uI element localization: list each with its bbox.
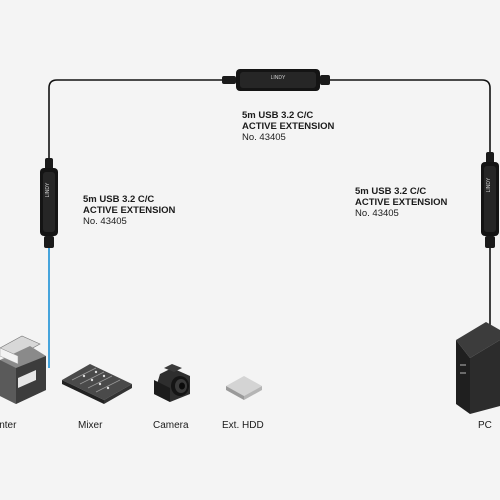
camera-icon <box>154 364 190 402</box>
printer-icon <box>0 335 46 404</box>
cable-subtitle: ACTIVE EXTENSION <box>355 197 448 208</box>
cable-part-number: No. 43405 <box>83 216 127 227</box>
brand-logo-left: LINDY <box>45 182 51 197</box>
extender-right: LINDY <box>481 152 499 248</box>
extender-left: LINDY <box>40 158 58 248</box>
cable-label-top: 5m USB 3.2 C/C ACTIVE EXTENSION No. 4340… <box>242 110 334 143</box>
device-label-printer: Printer <box>0 420 17 431</box>
cable-title: 5m USB 3.2 C/C <box>242 110 314 121</box>
device-label-camera: Camera <box>153 420 189 431</box>
mixer-icon <box>62 364 132 404</box>
cable-label-right: 5m USB 3.2 C/C ACTIVE EXTENSION No. 4340… <box>355 186 447 219</box>
cable-part-number: No. 43405 <box>242 132 286 143</box>
cable-subtitle: ACTIVE EXTENSION <box>83 205 176 216</box>
device-label-pc: PC <box>478 420 492 431</box>
device-label-mixer: Mixer <box>78 420 103 431</box>
cable-subtitle: ACTIVE EXTENSION <box>242 121 335 132</box>
brand-logo-right: LINDY <box>486 177 492 192</box>
usb-cable-path-right <box>322 79 491 162</box>
cable-title: 5m USB 3.2 C/C <box>83 194 155 205</box>
usb-cable-path <box>48 79 232 172</box>
extender-top: LINDY <box>222 69 330 91</box>
device-label-hdd: Ext. HDD <box>222 420 264 431</box>
brand-logo-top: LINDY <box>271 75 286 81</box>
cable-label-left: 5m USB 3.2 C/C ACTIVE EXTENSION No. 4340… <box>83 194 175 227</box>
cable-part-number: No. 43405 <box>355 208 399 219</box>
hdd-icon <box>226 376 262 400</box>
pc-icon <box>456 322 500 414</box>
cable-title: 5m USB 3.2 C/C <box>355 186 427 197</box>
